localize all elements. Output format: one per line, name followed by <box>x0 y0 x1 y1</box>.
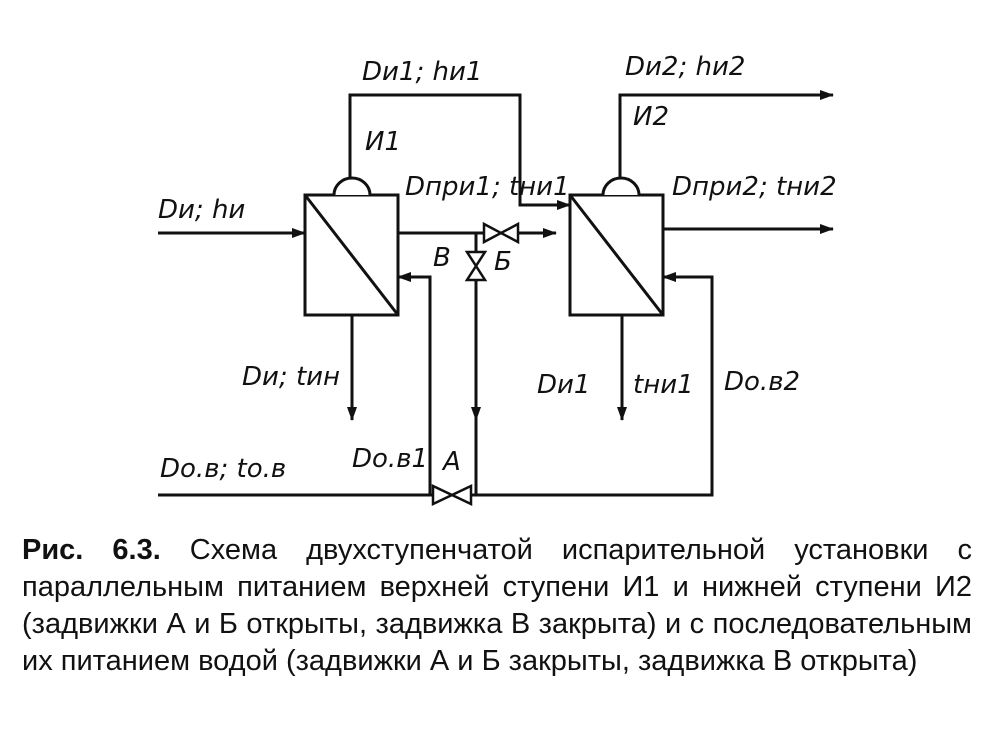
label-i2: И2 <box>633 102 669 132</box>
steam-i2-out-line <box>618 90 834 178</box>
label-valve-b: Б <box>494 247 512 277</box>
label-steam-i2: Dи2; hи2 <box>625 52 745 82</box>
label-feed-water-i1: Dо.в1 <box>352 444 428 474</box>
label-valve-a: А <box>441 447 461 477</box>
label-t-i1: tни1 <box>633 370 694 400</box>
evaporator-schematic: Dи; hи Dи1; hи1 Dи2; hи2 И1 И2 Dпри1; tн… <box>158 52 837 506</box>
label-condensate-i1: Dи; tин <box>242 362 340 392</box>
evaporator-i1-diagonal <box>303 194 400 316</box>
feed-water-i1-line <box>397 272 432 495</box>
label-d-i1: Dи1 <box>537 370 590 400</box>
steam-i1-to-i2-line <box>348 93 571 210</box>
valve-b[interactable] <box>482 221 520 245</box>
valve-v[interactable] <box>464 250 488 282</box>
valve-a[interactable] <box>431 484 473 506</box>
label-i1: И1 <box>365 127 401 157</box>
label-feed-water-i2: Dо.в2 <box>724 367 800 397</box>
evaporator-i2-diagonal <box>568 194 665 316</box>
evaporator-i1-dome <box>332 176 372 196</box>
label-purge-i2: Dпри2; tни2 <box>672 172 837 202</box>
figure-caption: Рис. 6.3. Схема двухступенчатой испарите… <box>22 532 972 680</box>
label-feed-water: Dо.в; tо.в <box>160 454 286 484</box>
caption-text: Схема двухступенчатой испарительной уста… <box>22 534 972 677</box>
label-feed-steam: Dи; hи <box>158 195 245 225</box>
label-purge-i1: Dпри1; tни1 <box>405 172 570 202</box>
label-valve-v: В <box>433 243 451 273</box>
caption-number: Рис. 6.3. <box>22 534 161 566</box>
feed-water-i2-line <box>471 272 714 497</box>
label-steam-i1: Dи1; hи1 <box>362 57 482 87</box>
evaporator-i2-dome <box>601 176 641 196</box>
